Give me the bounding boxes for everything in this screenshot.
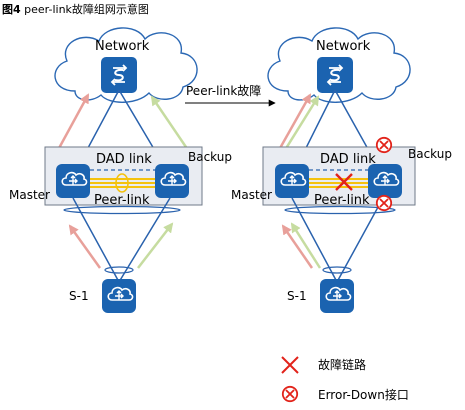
right-s1-label: S-1: [287, 289, 307, 303]
left-peer-link-label: Peer-link: [94, 193, 150, 208]
left-peer-link-bundle: [115, 173, 129, 193]
left-master-router-icon: [56, 164, 90, 198]
right-peer-link-label: Peer-link: [314, 193, 370, 208]
left-traffic-arrow-green: [150, 95, 190, 151]
right-traffic-arrow-green-down: [290, 222, 322, 269]
left-network-switch-icon: [101, 57, 137, 93]
right-backup-downlink-error-down-icon: [375, 194, 393, 212]
left-topology: Network DAD link Peer-link Master Backup…: [9, 27, 232, 313]
right-traffic-arrow-red-down: [281, 224, 314, 269]
right-downlink: [291, 197, 384, 283]
right-downlink-bundle-bottom: [322, 266, 352, 274]
left-s1-router-icon: [102, 279, 136, 313]
right-dad-link-label: DAD link: [320, 152, 376, 167]
right-backup-label: Backup: [408, 147, 452, 161]
legend-error-down-icon: [281, 385, 299, 403]
right-backup-uplink-error-down-icon: [375, 136, 393, 154]
legend-fault-link-label: 故障链路: [318, 357, 366, 372]
transition-label: Peer-link故障: [186, 83, 261, 98]
left-traffic-arrow-red-down: [68, 224, 102, 269]
left-network-label: Network: [95, 39, 150, 54]
left-dad-link-label: DAD link: [96, 152, 152, 167]
left-traffic-arrow-red: [56, 93, 90, 151]
right-network-switch-icon: [317, 57, 353, 93]
left-s1-label: S-1: [69, 289, 89, 303]
right-backup-router-icon: [368, 164, 402, 198]
left-backup-label: Backup: [188, 150, 232, 164]
right-peer-link-fault-icon: [335, 173, 353, 191]
legend-error-down-label: Error-Down接口: [318, 387, 409, 402]
left-downlink-bundle-top: [63, 205, 181, 215]
right-topology: Network DAD link Peer-link Master Backup…: [231, 27, 452, 313]
right-s1-router-icon: [320, 279, 354, 313]
legend-fault-link-icon: [281, 356, 299, 374]
right-downlink-bundle-top: [284, 205, 396, 215]
left-downlink-bundle-bottom: [104, 266, 134, 274]
caption-number: 图4: [2, 3, 21, 16]
figure-caption: 图4 peer-link故障组网示意图: [2, 2, 149, 16]
right-network-label: Network: [316, 39, 371, 54]
right-traffic-arrow-green: [283, 95, 320, 151]
right-master-label: Master: [231, 188, 272, 202]
left-traffic-arrow-green-down: [137, 222, 174, 269]
left-backup-router-icon: [155, 164, 189, 198]
left-downlink: [72, 197, 171, 283]
right-master-router-icon: [275, 164, 309, 198]
left-master-label: Master: [9, 188, 50, 202]
legend: 故障链路 Error-Down接口: [281, 356, 409, 403]
right-traffic-arrow-red: [277, 93, 312, 151]
caption-text: peer-link故障组网示意图: [21, 2, 149, 16]
